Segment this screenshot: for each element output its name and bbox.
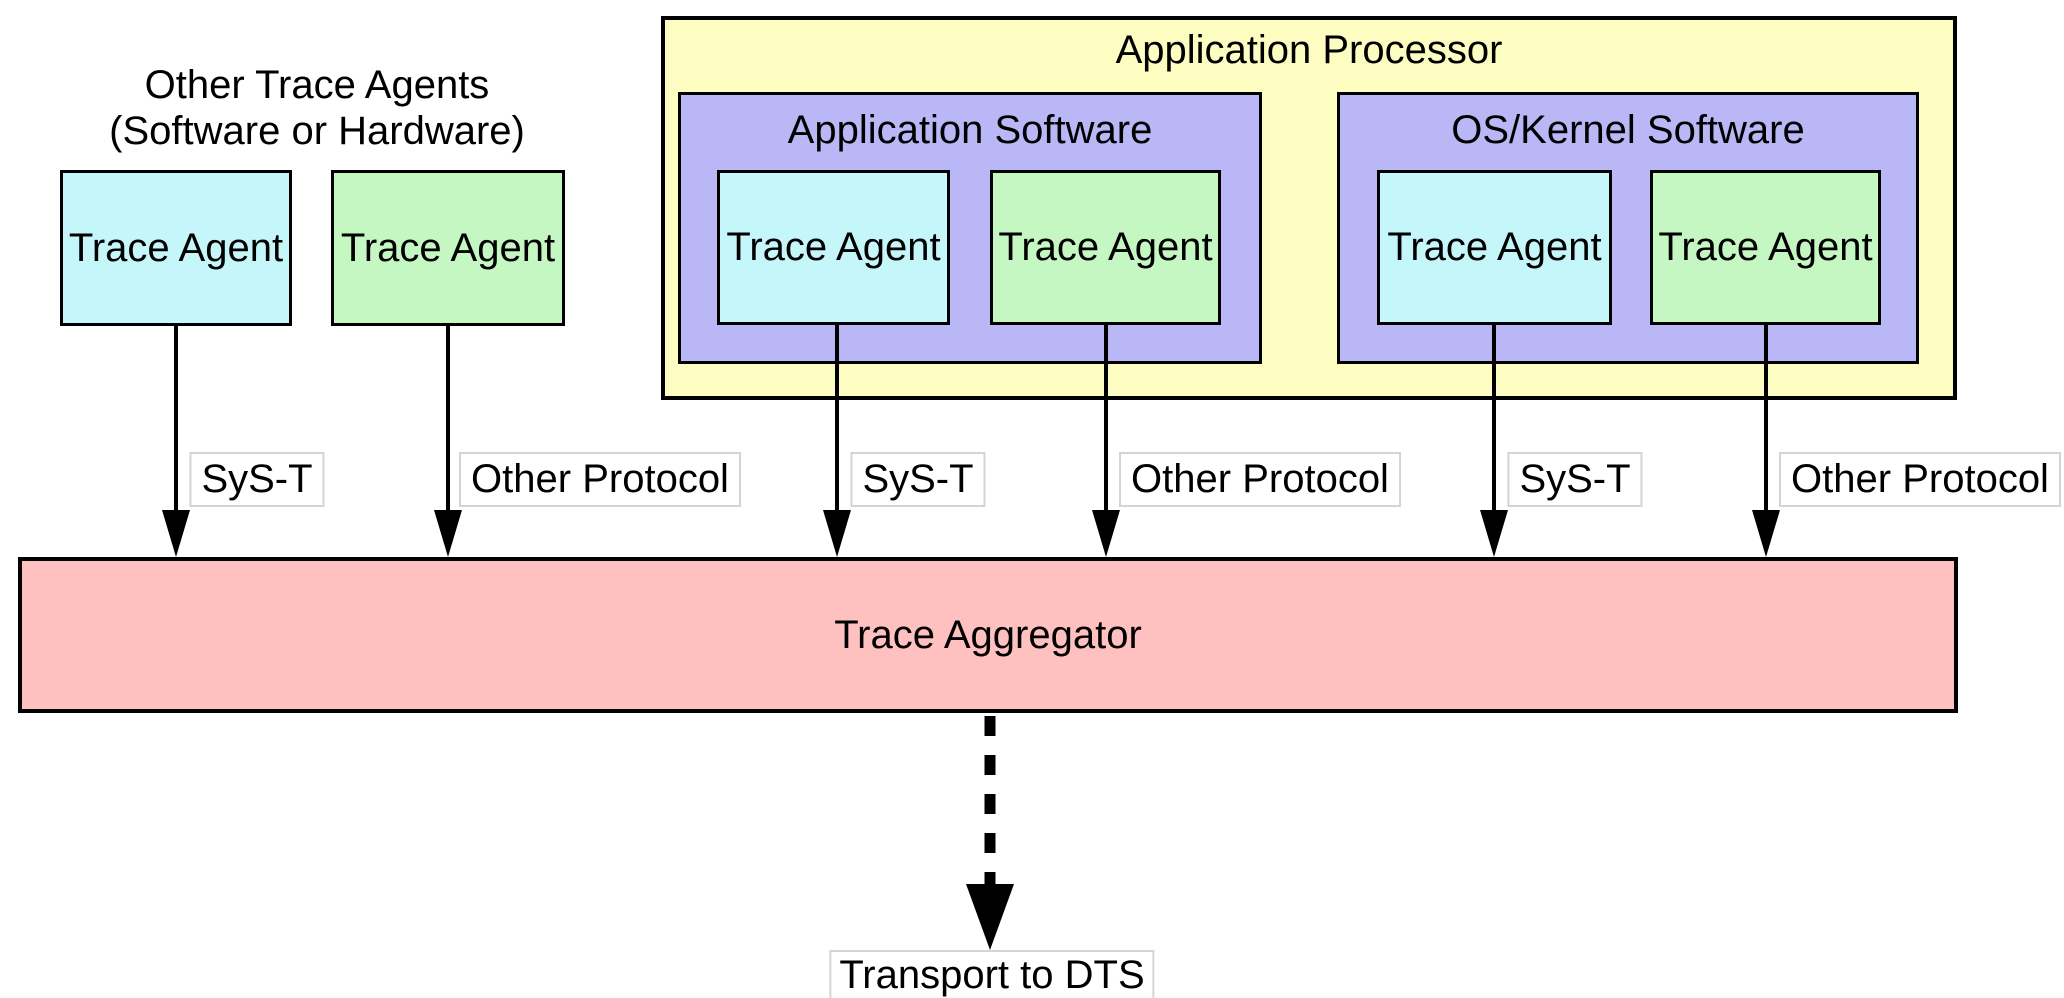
trace-agent-label: Trace Agent [1658,225,1873,269]
trace-agent-label: Trace Agent [68,225,284,270]
arrow-transport-dashed [966,716,1014,950]
protocol-label-other-3: Other Protocol [1779,452,2061,507]
protocol-label-syst-3: SyS-T [1507,452,1643,507]
other-trace-agents-title: Other Trace Agents (Software or Hardware… [37,62,597,154]
os-kernel-software-title: OS/Kernel Software [1451,108,1805,152]
transport-to-dts-label: Transport to DTS [829,950,1155,998]
trace-aggregator-label: Trace Aggregator [834,612,1142,657]
trace-agent-box-other-syst: Trace Agent [60,170,292,326]
trace-agent-box-oskernel-other: Trace Agent [1650,170,1881,325]
trace-agent-label: Trace Agent [1387,225,1602,269]
other-trace-agents-title-line2: (Software or Hardware) [109,109,525,153]
application-processor-title: Application Processor [1115,28,1503,72]
protocol-label-other-2: Other Protocol [1119,452,1401,507]
arrow-trace-agent-1 [162,326,190,557]
trace-agent-box-other-protocol: Trace Agent [331,170,565,326]
trace-agent-label: Trace Agent [726,225,941,269]
protocol-label-other-1: Other Protocol [459,452,741,507]
trace-agent-box-oskernel-syst: Trace Agent [1377,170,1612,325]
application-software-title: Application Software [787,108,1153,152]
trace-agent-box-appsw-syst: Trace Agent [717,170,950,325]
trace-agent-box-appsw-other: Trace Agent [990,170,1221,325]
arrow-trace-agent-2 [434,326,462,557]
other-trace-agents-title-line1: Other Trace Agents [144,63,490,107]
trace-aggregator-bar: Trace Aggregator [18,557,1958,713]
protocol-label-syst-1: SyS-T [189,452,325,507]
trace-agent-label: Trace Agent [340,225,556,270]
trace-agent-label: Trace Agent [998,225,1213,269]
protocol-label-syst-2: SyS-T [850,452,986,507]
